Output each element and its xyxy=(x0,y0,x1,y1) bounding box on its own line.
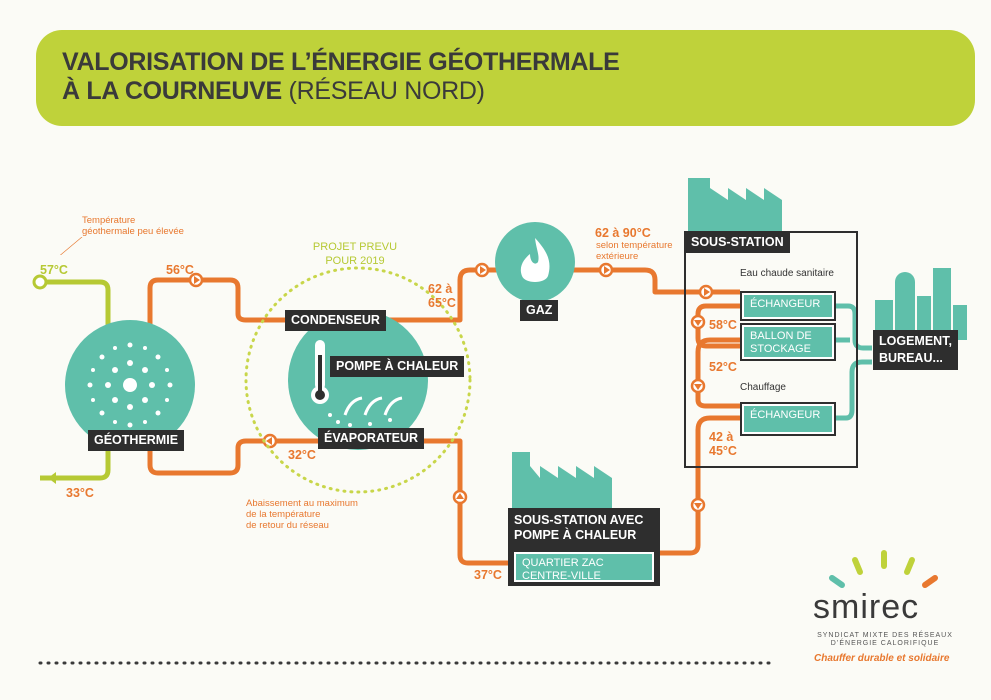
note-projet: PROJET PREVU POUR 2019 xyxy=(312,241,398,267)
arrow-return-icon xyxy=(48,472,56,484)
logo-subtitle: SYNDICAT MIXTE DES RÉSEAUX D’ÉNERGIE CAL… xyxy=(817,632,953,647)
note-temp-geo: Température géothermale peu élevée xyxy=(82,215,184,237)
logo-name: smirec xyxy=(813,588,920,626)
title-banner xyxy=(36,30,975,126)
temp-42-45: 42 à 45°C xyxy=(709,430,737,458)
temp-62-90: 62 à 90°C xyxy=(595,226,651,240)
geothermal-pipes xyxy=(40,279,111,481)
note-abaissement: Abaissement au maximum de la température… xyxy=(246,498,358,531)
geothermal-sun-icon xyxy=(65,320,195,450)
temp-33: 33°C xyxy=(66,486,94,500)
tag-evaporateur: ÉVAPORATEUR xyxy=(318,428,424,449)
pipe-geo-supply xyxy=(40,279,111,325)
title-main: VALORISATION DE L’ÉNERGIE GÉOTHERMALE À … xyxy=(62,48,620,105)
factory-icon-2 xyxy=(512,452,612,508)
temp-62-65: 62 à 65°C xyxy=(428,282,456,310)
logo-slogan: Chauffer durable et solidaire xyxy=(814,653,950,664)
tag-gaz: GAZ xyxy=(520,300,559,321)
temp-37: 37°C xyxy=(474,568,502,582)
heat-pump-circle xyxy=(288,310,428,450)
flame-icon xyxy=(520,238,550,282)
projet-circle xyxy=(244,266,472,494)
label-chauffage: Chauffage xyxy=(740,382,786,393)
tag-sous-station: SOUS-STATION xyxy=(685,232,790,253)
box-echangeur-1: ÉCHANGEUR xyxy=(740,291,836,321)
thermometer-icon xyxy=(311,340,329,404)
pipe-start-marker xyxy=(32,274,48,290)
tag-pompe-chaleur: POMPE À CHALEUR xyxy=(330,356,465,377)
teal-pipes xyxy=(835,303,872,421)
page-title: VALORISATION DE L’ÉNERGIE GÉOTHERMALE À … xyxy=(62,48,620,106)
tag-sous-station-pac: SOUS-STATION AVEC POMPE À CHALEUR xyxy=(514,513,644,542)
tag-geothermie: GÉOTHERMIE xyxy=(88,430,185,451)
tag-logement: LOGEMENT, BUREAU... xyxy=(873,330,958,370)
box-echangeur-2: ÉCHANGEUR xyxy=(740,402,836,436)
factory-icon xyxy=(688,178,782,232)
title-sub: (RÉSEAU NORD) xyxy=(288,77,485,105)
temp-56: 56°C xyxy=(166,263,194,277)
heat-arrows-icon xyxy=(343,396,403,416)
temp-52: 52°C xyxy=(709,360,737,374)
flow-arrows xyxy=(188,262,714,513)
box-ballon: BALLON DE STOCKAGE xyxy=(740,323,836,361)
tag-condenseur: CONDENSEUR xyxy=(285,310,386,331)
temp-57: 57°C xyxy=(40,263,68,277)
network-pipes xyxy=(147,267,740,566)
pipe-geo-return xyxy=(40,445,111,481)
label-eau-chaude: Eau chaude sanitaire xyxy=(740,268,834,279)
logo-mark xyxy=(829,550,938,588)
temp-58: 58°C xyxy=(709,318,737,332)
temp-32: 32°C xyxy=(288,448,316,462)
gas-circle xyxy=(495,222,575,302)
note-selon: selon température extérieure xyxy=(596,240,673,262)
box-quartier: QUARTIER ZAC CENTRE-VILLE xyxy=(512,550,656,584)
